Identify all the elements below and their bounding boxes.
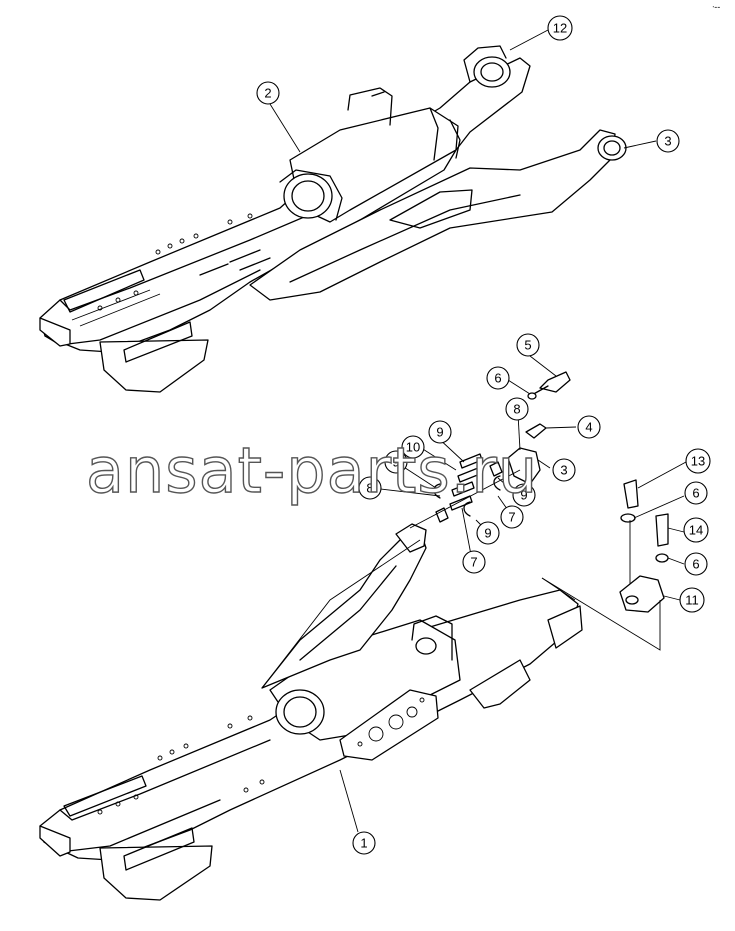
- svg-text:6: 6: [692, 486, 699, 501]
- svg-text:5: 5: [524, 338, 531, 353]
- svg-text:7: 7: [470, 555, 477, 570]
- callout-10: 10: [401, 435, 425, 459]
- callout-9: 9: [428, 420, 452, 444]
- svg-text:1: 1: [360, 836, 367, 851]
- callout-3: 3: [656, 129, 680, 153]
- svg-text:11: 11: [685, 593, 699, 608]
- callout-8: 8: [505, 397, 529, 421]
- callout-3: 3: [552, 458, 576, 482]
- callout-7: 7: [462, 550, 486, 574]
- lower-track-frame: [39, 469, 583, 901]
- callout-7: 7: [500, 505, 524, 529]
- svg-text:12: 12: [553, 21, 567, 36]
- clamp-11: [619, 575, 665, 613]
- callout-2: 2: [256, 81, 280, 105]
- svg-text:10: 10: [406, 440, 420, 455]
- callout-9: 9: [476, 521, 500, 545]
- callout-14: 14: [683, 517, 709, 543]
- callout-6: 6: [684, 481, 708, 505]
- watermark-text: ansat-parts.ru: [86, 434, 538, 507]
- callout-9: 9: [512, 483, 536, 507]
- callout-5: 5: [516, 333, 540, 357]
- svg-text:8: 8: [513, 402, 520, 417]
- callout-6: 6: [684, 552, 708, 576]
- upper-track-frame: [39, 45, 627, 393]
- svg-text:9: 9: [436, 425, 443, 440]
- svg-text:8: 8: [366, 481, 373, 496]
- callout-6: 6: [486, 366, 510, 390]
- bolt-14: [655, 513, 669, 547]
- svg-text:14: 14: [689, 523, 703, 538]
- svg-text:9: 9: [520, 488, 527, 503]
- bolt-13: [623, 479, 639, 509]
- svg-text:3: 3: [560, 463, 567, 478]
- callout-8: 8: [358, 476, 382, 500]
- callout-11: 11: [679, 587, 705, 613]
- svg-text:3: 3: [664, 134, 671, 149]
- svg-text:6: 6: [692, 557, 699, 572]
- svg-text:6: 6: [494, 371, 501, 386]
- block-8: [435, 507, 449, 523]
- svg-text:9: 9: [484, 526, 491, 541]
- svg-text:4: 4: [585, 420, 592, 435]
- callout-9: 9: [384, 450, 408, 474]
- svg-text:9: 9: [392, 455, 399, 470]
- washer-6: [527, 392, 537, 400]
- svg-text:2: 2: [264, 86, 271, 101]
- callout-13: 13: [685, 448, 711, 474]
- svg-text:13: 13: [691, 454, 705, 469]
- shim-10: [459, 453, 483, 469]
- callout-1: 1: [352, 831, 376, 855]
- callout-4: 4: [577, 415, 601, 439]
- svg-text:7: 7: [508, 510, 515, 525]
- callout-12: 12: [547, 15, 573, 41]
- corner-mark: ᐧ--: [712, 2, 720, 12]
